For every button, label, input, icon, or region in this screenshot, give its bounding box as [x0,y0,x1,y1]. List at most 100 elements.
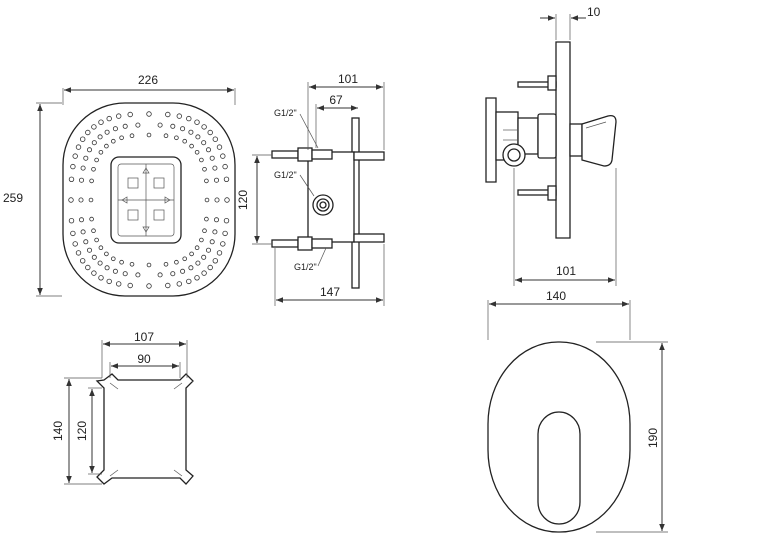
pattern-dot [204,178,209,184]
pattern-dot [205,247,211,253]
pattern-dot [98,275,104,281]
pattern-dot [72,153,78,159]
pattern-dot [129,133,135,139]
pattern-dot [91,254,97,260]
pattern-dot [207,129,213,136]
plate-outer-width-label: 107 [134,330,154,344]
pattern-dot [70,230,76,237]
side-depth-label: 101 [338,72,358,86]
pattern-dot [106,278,112,285]
pattern-dot [98,119,104,125]
pattern-dot [182,138,188,144]
pattern-dot [216,144,223,150]
pattern-dot [205,147,211,153]
pattern-dot [80,165,86,171]
pattern-dot [188,265,194,271]
mixer-depth-label: 101 [556,264,576,278]
pattern-dot [188,129,194,135]
pattern-dot [80,229,86,235]
pattern-dot [68,217,75,224]
pattern-dot [89,178,94,184]
pattern-dot [223,176,230,182]
pattern-dot [112,126,118,132]
pattern-dot [122,271,128,277]
thread-mid-label: G1/2" [274,170,297,180]
pattern-dot [68,197,74,203]
pattern-dot [186,115,192,122]
pattern-dot [115,281,122,287]
pattern-dot [104,129,110,135]
mounting-plate: 107 90 140 120 [51,330,194,485]
pattern-dot [129,261,135,267]
pattern-dot [79,217,85,223]
pattern-dot [85,129,91,136]
pattern-dot [88,197,94,203]
pattern-dot [111,138,116,144]
plate-inner-height-label: 120 [75,421,89,441]
thread-bottom-label: G1/2" [294,262,317,272]
pattern-dot [180,126,186,132]
pattern-dot [91,124,97,130]
pattern-dot [146,111,152,117]
pattern-dot [68,176,75,182]
mixer-plate-thickness-label: 10 [587,5,601,19]
pattern-dot [222,163,228,170]
pattern-dot [212,165,218,171]
pattern-dot [112,268,118,274]
side-box-body [307,151,355,243]
pattern-dot [189,251,194,257]
pattern-dot [224,197,230,203]
pattern-dot [199,157,204,163]
pattern-dot [91,140,97,146]
pattern-dot [87,247,93,253]
pattern-dot [79,136,86,142]
pattern-dot [199,237,204,243]
pattern-dot [127,111,133,118]
pattern-dot [163,133,169,139]
pattern-dot [170,271,176,277]
pattern-dot [75,250,82,256]
pattern-dot [111,256,116,262]
pattern-dot [127,282,133,289]
plate-outer-height-label: 140 [51,421,65,441]
pattern-dot [135,122,141,128]
pattern-dot [223,217,230,224]
pattern-dot [72,241,78,247]
mixer-wall-plate [555,41,571,239]
pattern-dot [180,268,186,274]
pattern-dot [186,278,192,285]
pattern-dot [214,197,220,203]
pattern-dot [220,241,226,247]
pattern-dot [201,254,207,260]
pattern-dot [97,134,103,140]
side-height-label: 120 [236,190,250,210]
pattern-dot [170,123,176,129]
cover-width-label: 140 [546,289,566,303]
front-height-label: 259 [3,191,23,205]
pattern-dot [201,140,207,146]
pattern-dot [94,157,99,163]
front-width-label: 226 [138,73,158,87]
pattern-dot [195,134,201,140]
side-bottom-pipe [271,239,299,248]
side-total-depth-label: 147 [320,285,340,299]
pattern-dot [91,270,97,276]
pattern-dot [209,155,215,161]
pattern-dot [97,260,103,266]
pattern-dot [194,119,200,125]
pattern-dot [189,143,194,149]
pattern-dot [91,167,96,172]
pattern-dot [216,250,223,256]
pattern-dot [207,264,213,271]
mounting-plate-outline [95,373,194,485]
pattern-dot [91,228,96,234]
pattern-dot [85,264,91,271]
pattern-dot [146,132,152,138]
pattern-dot [213,177,219,183]
pattern-dot [104,265,110,271]
pattern-dot [98,245,104,251]
pattern-dot [204,197,210,203]
pattern-dot [194,275,200,281]
dot-pattern [68,111,230,289]
